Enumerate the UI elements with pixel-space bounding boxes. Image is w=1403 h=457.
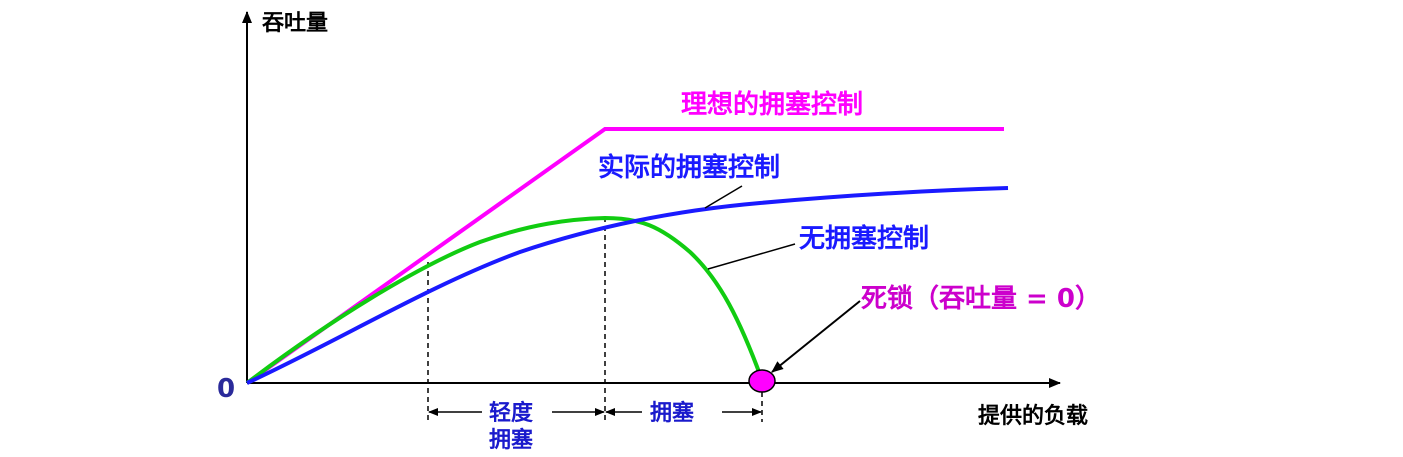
deadlock-point — [748, 369, 776, 393]
no-control-curve-label: 无拥塞控制 — [799, 223, 929, 254]
congestion-label: 拥塞 — [650, 400, 695, 426]
origin-label: 0 — [217, 374, 235, 404]
actual-congestion-control-curve — [246, 186, 1009, 385]
deadlock-label: 死锁（吞吐量 = 0） — [861, 283, 1101, 314]
light-congestion-label-line2: 拥塞 — [489, 427, 534, 453]
ideal-curve-label: 理想的拥塞控制 — [681, 89, 863, 120]
no-congestion-control-curve — [245, 215, 764, 385]
light-congestion-label-line1: 轻度 — [489, 400, 534, 426]
x-axis-label: 提供的负载 — [978, 403, 1088, 429]
deadlock-leader-arrow — [771, 300, 861, 373]
y-axis-label: 吞吐量 — [262, 11, 328, 36]
ideal-congestion-control-curve — [245, 127, 1004, 385]
actual-curve-leader — [704, 185, 743, 209]
actual-curve-label: 实际的拥塞控制 — [598, 152, 780, 183]
no-control-curve-leader — [707, 243, 796, 270]
